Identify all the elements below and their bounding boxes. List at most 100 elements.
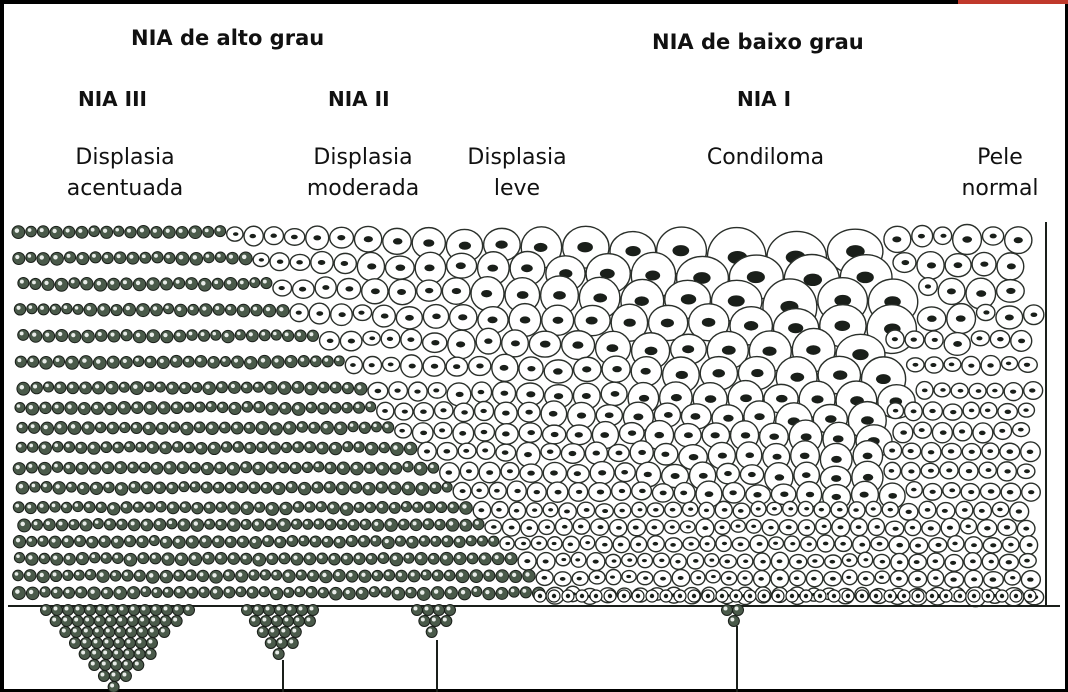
cell-nucleus xyxy=(976,290,986,297)
dysplastic-cell xyxy=(171,402,183,414)
cell-highlight xyxy=(17,306,21,310)
cell-nucleus xyxy=(970,559,976,563)
normal-skin-label: Pele normal xyxy=(950,142,1050,204)
cell-highlight xyxy=(205,555,209,559)
cell-nucleus xyxy=(259,258,264,262)
cell-nucleus xyxy=(928,526,934,530)
dysplastic-cell xyxy=(333,570,345,582)
cell-nucleus xyxy=(911,488,916,492)
invading-cell xyxy=(138,616,149,627)
dysplastic-cell xyxy=(37,502,48,513)
cell-highlight xyxy=(340,465,344,469)
cell-highlight xyxy=(356,404,360,408)
cell-nucleus xyxy=(802,472,811,478)
cell-nucleus xyxy=(908,469,914,473)
cell-nucleus xyxy=(833,370,847,380)
invading-cell-highlight xyxy=(110,684,114,688)
cell-highlight xyxy=(426,504,430,508)
basal-nucleus xyxy=(1014,594,1018,598)
cell-highlight xyxy=(64,538,68,542)
cell-nucleus xyxy=(502,450,509,454)
cell-highlight xyxy=(295,444,299,448)
cell-nucleus xyxy=(568,543,573,547)
cell-nucleus xyxy=(381,314,389,319)
dysplastic-cell xyxy=(330,382,341,393)
cell-highlight xyxy=(301,538,305,542)
cell-highlight xyxy=(104,590,108,594)
cell-highlight xyxy=(18,444,22,448)
cell-highlight xyxy=(223,444,227,448)
dysplastic-cell xyxy=(492,553,504,565)
cell-highlight xyxy=(108,384,112,388)
cell-highlight xyxy=(308,404,312,408)
dysplastic-cell xyxy=(195,355,207,367)
cell-highlight xyxy=(230,465,234,469)
cell-highlight xyxy=(206,504,210,508)
dysplastic-cell xyxy=(296,570,306,580)
cell-highlight xyxy=(331,556,335,560)
cell-nucleus xyxy=(804,507,809,510)
dysplastic-cell xyxy=(149,536,159,546)
cell-nucleus xyxy=(639,395,649,402)
cell-nucleus xyxy=(984,526,990,530)
cell-nucleus xyxy=(250,234,256,238)
cell-nucleus xyxy=(688,542,693,546)
invading-cell-highlight xyxy=(270,629,274,633)
dysplastic-cell xyxy=(304,553,316,565)
cell-nucleus xyxy=(888,508,893,512)
cell-nucleus xyxy=(575,558,580,561)
cell-highlight xyxy=(525,572,529,576)
basal-nucleus xyxy=(706,594,710,598)
dysplastic-cell xyxy=(312,482,323,493)
cell-nucleus xyxy=(915,577,921,581)
dysplastic-cell xyxy=(76,587,87,598)
cell-nucleus xyxy=(743,560,748,563)
cell-highlight xyxy=(196,424,200,428)
dysplastic-cell xyxy=(254,402,265,413)
invading-cell xyxy=(162,605,173,616)
dysplastic-cell xyxy=(108,330,120,342)
cell-nucleus xyxy=(586,317,598,325)
cell-nucleus xyxy=(893,409,898,413)
cell-nucleus xyxy=(494,489,500,493)
invading-cell xyxy=(140,605,151,616)
cell-highlight xyxy=(141,464,145,468)
cell-highlight xyxy=(359,590,363,594)
invading-cell xyxy=(111,660,122,671)
cell-nucleus xyxy=(840,542,846,546)
cell-nucleus xyxy=(502,431,510,436)
cell-highlight xyxy=(66,589,70,593)
dysplastic-cell xyxy=(187,330,198,341)
dysplastic-cell xyxy=(442,482,452,492)
cell-nucleus xyxy=(775,474,784,480)
cell-highlight xyxy=(103,229,107,233)
dysplastic-cell xyxy=(419,536,429,546)
dysplastic-cell xyxy=(325,462,336,473)
cell-highlight xyxy=(301,485,305,489)
invading-cell xyxy=(434,605,445,616)
cell-highlight xyxy=(273,332,277,336)
cell-highlight xyxy=(413,521,417,525)
dysplastic-cell xyxy=(343,587,355,599)
cell-nucleus xyxy=(724,471,732,476)
cell-highlight xyxy=(119,521,123,525)
cell-nucleus xyxy=(672,245,689,256)
cell-highlight xyxy=(337,425,341,429)
cell-highlight xyxy=(230,504,234,508)
cell-nucleus xyxy=(914,560,920,564)
cell-highlight xyxy=(218,521,222,525)
dysplastic-cell xyxy=(64,462,75,473)
cell-nucleus xyxy=(958,389,964,393)
cell-nucleus xyxy=(358,311,364,315)
cell-nucleus xyxy=(425,288,433,294)
invading-cell-highlight xyxy=(74,618,78,622)
cell-nucleus xyxy=(711,432,720,438)
invading-cell xyxy=(279,627,290,638)
dysplastic-cell xyxy=(128,519,140,531)
invading-cell xyxy=(118,605,129,616)
cell-highlight xyxy=(31,424,35,428)
cell-highlight xyxy=(234,358,238,362)
invading-cell-highlight xyxy=(71,640,75,644)
dysplastic-cell xyxy=(454,536,465,547)
cell-nucleus xyxy=(382,409,388,413)
